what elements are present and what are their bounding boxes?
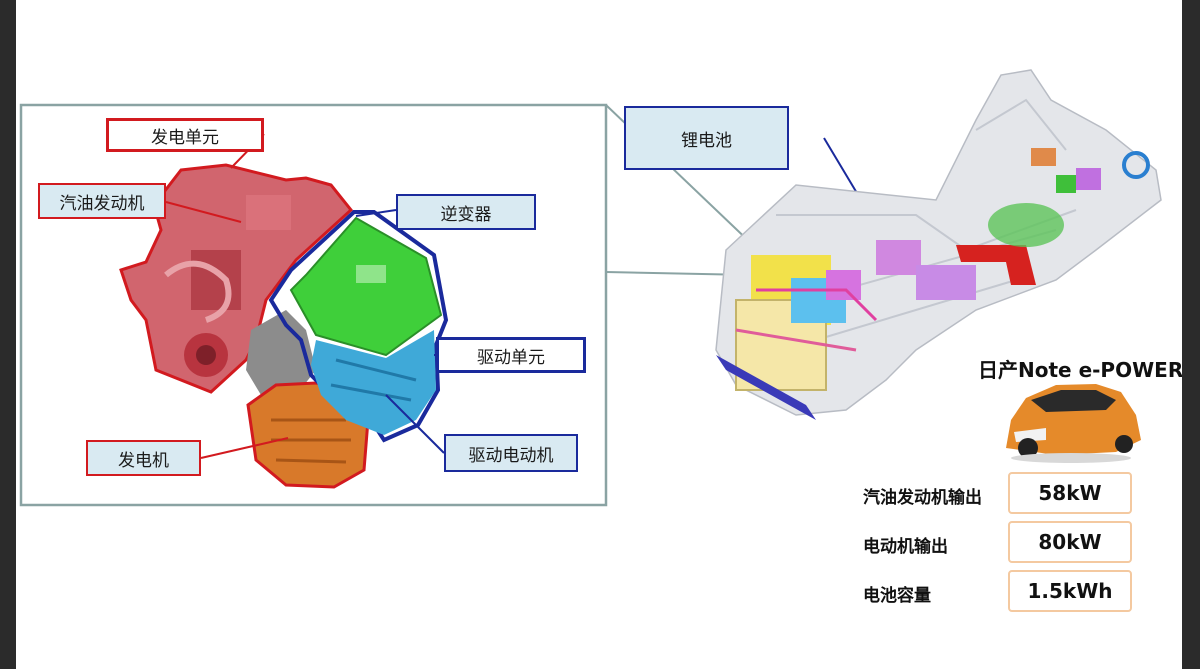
car-title: 日产Note e-POWER xyxy=(978,358,1182,382)
powertrain-callout-box xyxy=(19,103,608,507)
car-image xyxy=(1006,384,1141,463)
slide: 发电单元 汽油发动机 逆变器 驱动单元 发电机 驱动电动机 锂电池 日产Note… xyxy=(16,0,1182,669)
label-drive-unit: 驱动单元 xyxy=(436,337,586,373)
spec-label-motor-output: 电动机输出 xyxy=(863,537,948,557)
diagram-graphics xyxy=(19,69,1162,507)
engine-illustration xyxy=(119,163,354,394)
spec-label-battery-capacity: 电池容量 xyxy=(863,586,931,606)
label-inverter: 逆变器 xyxy=(396,194,536,230)
inverter-illustration xyxy=(291,218,441,355)
chassis-illustration xyxy=(715,69,1162,420)
label-generator: 发电机 xyxy=(86,440,201,476)
label-generator-unit: 发电单元 xyxy=(106,118,264,152)
transmission-illustration xyxy=(246,310,316,395)
spec-value-battery-capacity: 1.5kWh xyxy=(1008,570,1132,612)
drive-motor-illustration xyxy=(311,330,436,435)
spec-value-engine-output: 58kW xyxy=(1008,472,1132,514)
label-li-battery: 锂电池 xyxy=(624,106,789,170)
label-drive-motor: 驱动电动机 xyxy=(444,434,578,472)
spec-label-engine-output: 汽油发动机输出 xyxy=(863,488,982,508)
label-gasoline-engine: 汽油发动机 xyxy=(38,183,166,219)
spec-value-motor-output: 80kW xyxy=(1008,521,1132,563)
